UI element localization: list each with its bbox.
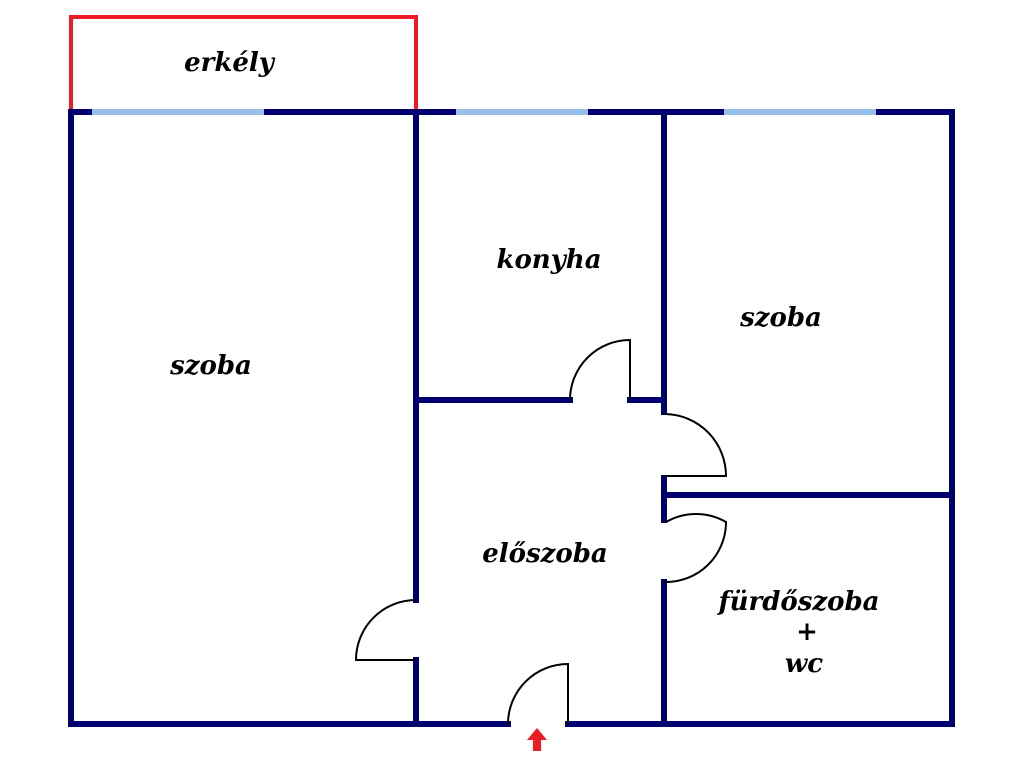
- label-living-room: szoba: [169, 351, 252, 381]
- up-arrow-icon: [527, 728, 547, 751]
- label-hall: előszoba: [482, 539, 608, 569]
- door-kitchen: [569, 338, 631, 401]
- door-entrance: [507, 662, 569, 725]
- label-bedroom: szoba: [739, 303, 822, 333]
- door-living-room: [354, 599, 417, 661]
- label-bathroom-line1: fürdőszoba: [716, 587, 879, 617]
- label-balcony: erkély: [184, 48, 276, 78]
- doors: [354, 338, 728, 725]
- interior-walls: [413, 109, 955, 727]
- label-bathroom-line2: +: [796, 617, 818, 647]
- door-bathroom: [664, 512, 727, 583]
- outer-walls: [68, 109, 955, 727]
- balcony-outline: [69, 15, 418, 112]
- door-bedroom: [664, 413, 728, 477]
- label-bathroom-line3: wc: [785, 649, 823, 679]
- label-kitchen: konyha: [496, 245, 601, 275]
